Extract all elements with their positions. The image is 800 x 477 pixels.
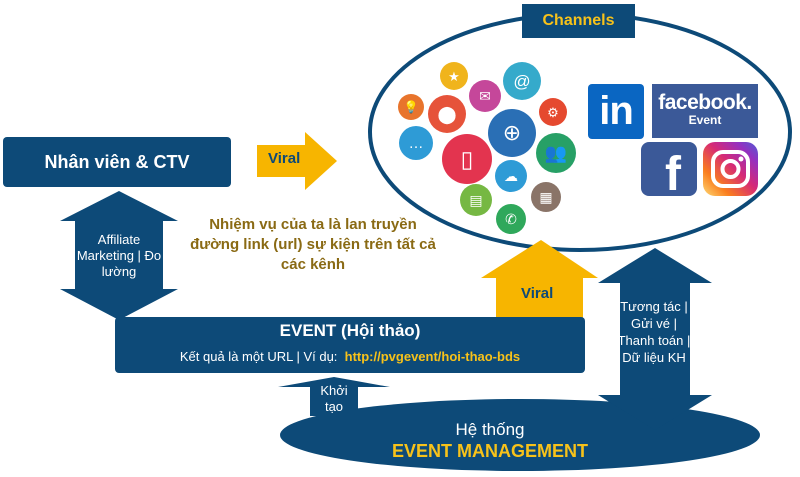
mission-text: Nhiệm vụ của ta là lan truyền đường link…: [190, 216, 436, 273]
star-glyph: ★: [448, 68, 460, 84]
sms-glyph: ▤: [469, 192, 483, 208]
building-glyph: ▦: [539, 189, 553, 205]
lightbulb-glyph: 💡: [403, 100, 419, 114]
linkedin-logo-icon: in: [588, 84, 644, 139]
sms-icon: ▤: [460, 184, 492, 216]
event-management-label: Hệ thống EVENT MANAGEMENT: [300, 420, 680, 462]
facebook-logo-icon: f: [641, 142, 697, 196]
globe-icon: ⊕: [488, 109, 536, 157]
location-pin-icon: ⬤: [428, 95, 466, 133]
viral-up-arrow: [481, 240, 598, 318]
phone-glyph: ✆: [505, 211, 517, 227]
affiliate-label: Affiliate Marketing | Đo lường: [76, 232, 162, 279]
users-icon: 👥: [536, 133, 576, 173]
viral-right-arrow: [257, 132, 337, 190]
khoi-tao-label: Khởi tạo: [320, 383, 348, 414]
mail-glyph: ✉: [479, 88, 491, 104]
channels-label: Channels: [522, 4, 635, 38]
chat-glyph: …: [408, 134, 424, 152]
instagram-logo-icon: [703, 142, 758, 196]
smartphone-glyph: ▯: [460, 145, 474, 172]
building-icon: ▦: [531, 182, 561, 212]
linkedin-logo-text: in: [599, 89, 634, 133]
star-icon: ★: [440, 62, 468, 90]
event-result-text: Kết quả là một URL | Ví dụ:: [179, 349, 338, 364]
event-subtitle: Kết quả là một URL | Ví dụ: http://pvgev…: [115, 349, 585, 364]
staff-node: Nhân viên & CTV: [3, 137, 231, 187]
gear-icon: ⚙: [539, 98, 567, 126]
event-node: EVENT (Hội thảo) Kết quả là một URL | Ví…: [115, 317, 585, 373]
facebook-logo-glyph: f: [665, 148, 681, 196]
event-url-link[interactable]: http://pvgevent/hoi-thao-bds: [344, 349, 521, 364]
lightbulb-icon: 💡: [398, 94, 424, 120]
facebook-event-sub: Event: [688, 113, 722, 127]
mail-icon: ✉: [469, 80, 501, 112]
interaction-double-arrow: [598, 248, 712, 430]
location-pin-glyph: ⬤: [437, 104, 457, 124]
at-sign-glyph: @: [513, 71, 531, 91]
smartphone-icon: ▯: [442, 134, 492, 184]
event-management-title: EVENT MANAGEMENT: [391, 441, 588, 461]
system-label: Hệ thống: [455, 420, 525, 439]
globe-glyph: ⊕: [502, 120, 522, 145]
gear-glyph: ⚙: [547, 104, 559, 120]
affiliate-double-arrow: [60, 191, 178, 320]
users-glyph: 👥: [544, 143, 568, 163]
staff-label: Nhân viên & CTV: [44, 151, 190, 172]
instagram-glyph: [711, 150, 750, 188]
viral-right-label: Viral: [268, 150, 301, 167]
phone-icon: ✆: [496, 204, 526, 234]
khoi-tao-up-arrow: [278, 377, 390, 416]
facebook-event-brand: facebook.: [658, 91, 752, 114]
at-sign-icon: @: [503, 62, 541, 100]
chat-icon: …: [399, 126, 433, 160]
interaction-label: Tương tác | Gửi vé | Thanh toán | Dữ liệ…: [617, 299, 691, 365]
event-title: EVENT (Hội thảo): [279, 321, 421, 340]
viral-up-label: Viral: [521, 285, 554, 302]
cloud-upload-glyph: ☁: [504, 168, 518, 184]
facebook-event-logo-icon: facebook. Event: [652, 84, 758, 138]
cloud-upload-icon: ☁: [495, 160, 527, 192]
